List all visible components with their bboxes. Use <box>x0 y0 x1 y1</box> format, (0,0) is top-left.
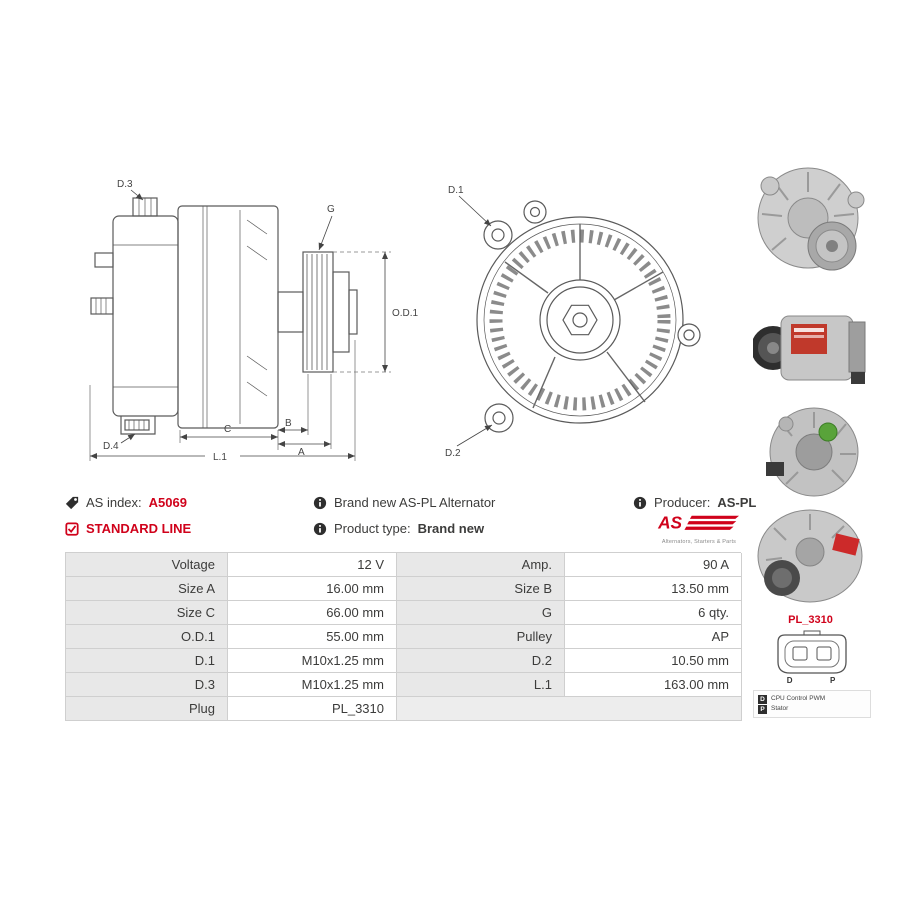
info-icon <box>313 496 327 509</box>
spec-label: D.3 <box>66 673 228 697</box>
legend-pin-square: P <box>758 704 767 714</box>
info-icon <box>633 496 647 509</box>
info-row-producer: Producer: AS-PL <box>633 495 756 510</box>
dim-label-c: C <box>224 424 231 435</box>
spec-value: 12 V <box>228 553 397 577</box>
legend-row: D CPU Control PWM <box>758 694 866 704</box>
product-type-value: Brand new <box>417 521 485 536</box>
spec-label: Voltage <box>66 553 228 577</box>
dim-label-l1: L.1 <box>213 452 227 463</box>
plug-code-label: PL_3310 <box>788 614 833 626</box>
dim-label-b: B <box>285 418 292 429</box>
plug-connector-diagram <box>777 630 847 674</box>
plug-pin-letters: D P <box>768 676 854 685</box>
dim-label-d4: D.4 <box>103 441 119 452</box>
front-view-dimensions <box>456 195 493 447</box>
legend-pin-square: D <box>758 694 767 704</box>
info-row-product-type: Product type: Brand new <box>313 521 484 536</box>
pin-d-label: D <box>786 676 793 685</box>
as-index-value: A5069 <box>148 495 187 510</box>
product-photo-connector-angle <box>757 509 863 603</box>
spec-label: D.2 <box>397 649 565 673</box>
tag-icon <box>65 496 79 509</box>
info-icon <box>313 522 327 535</box>
dim-label-od1: O.D.1 <box>392 308 419 319</box>
dim-label-d1: D.1 <box>448 185 464 196</box>
spec-value: 66.00 mm <box>228 601 397 625</box>
side-view-drawing <box>90 197 358 435</box>
spec-label: Amp. <box>397 553 565 577</box>
info-row-brand-new: Brand new AS-PL Alternator <box>313 495 495 510</box>
as-index-label: AS index: <box>86 495 142 510</box>
spec-value: 163.00 mm <box>565 673 742 697</box>
as-pl-logo-mark: AS <box>657 512 739 532</box>
spec-label: Plug <box>66 697 228 721</box>
logo-stripes <box>684 515 739 530</box>
spec-label: Size A <box>66 577 228 601</box>
spec-label: Pulley <box>397 625 565 649</box>
spec-table: Voltage 12 V Amp. 90 A Size A 16.00 mm S… <box>65 552 742 721</box>
product-photo-rear <box>766 407 859 497</box>
spec-value: 16.00 mm <box>228 577 397 601</box>
dim-label-g: G <box>327 204 335 215</box>
legend-row: P Stator <box>758 704 866 714</box>
front-view-drawing <box>476 200 701 433</box>
spec-value: 6 qty. <box>565 601 742 625</box>
legend-desc: Stator <box>771 705 789 712</box>
pin-p-label: P <box>829 676 836 685</box>
plug-legend: D CPU Control PWM P Stator <box>753 690 871 718</box>
dim-label-d2: D.2 <box>445 448 461 459</box>
dim-label-d3: D.3 <box>117 179 133 190</box>
logo-text: AS <box>657 513 682 532</box>
legend-desc: CPU Control PWM <box>771 695 826 702</box>
spec-value: 13.50 mm <box>565 577 742 601</box>
info-row-as-index: AS index: A5069 <box>65 495 187 510</box>
spec-label: Size B <box>397 577 565 601</box>
spec-value: M10x1.25 mm <box>228 649 397 673</box>
brand-new-text: Brand new AS-PL Alternator <box>334 495 496 510</box>
product-photo-side <box>753 315 866 384</box>
technical-drawing: D.3 G O.D.1 C B A L.1 D.4 <box>89 179 701 463</box>
spec-empty-cell <box>397 697 742 721</box>
spec-label: L.1 <box>397 673 565 697</box>
spec-value: 55.00 mm <box>228 625 397 649</box>
spec-label: Size C <box>66 601 228 625</box>
dim-label-a: A <box>298 447 305 458</box>
check-icon <box>65 521 79 536</box>
spec-value: AP <box>565 625 742 649</box>
spec-value: 90 A <box>565 553 742 577</box>
as-pl-logo: AS Alternators, Starters & Parts <box>656 512 742 545</box>
side-view-dimensions <box>89 189 391 461</box>
spec-label: D.1 <box>66 649 228 673</box>
logo-subtitle: Alternators, Starters & Parts <box>661 539 737 545</box>
info-row-standard-line: STANDARD LINE <box>65 521 191 536</box>
product-photo-front-angle <box>757 167 865 271</box>
product-type-label: Product type: <box>334 521 411 536</box>
producer-value: AS-PL <box>717 495 757 510</box>
spec-value: PL_3310 <box>228 697 397 721</box>
spec-value: M10x1.25 mm <box>228 673 397 697</box>
spec-label: O.D.1 <box>66 625 228 649</box>
spec-label: G <box>397 601 565 625</box>
standard-line-label: STANDARD LINE <box>86 521 192 536</box>
spec-value: 10.50 mm <box>565 649 742 673</box>
producer-label: Producer: <box>654 495 711 510</box>
